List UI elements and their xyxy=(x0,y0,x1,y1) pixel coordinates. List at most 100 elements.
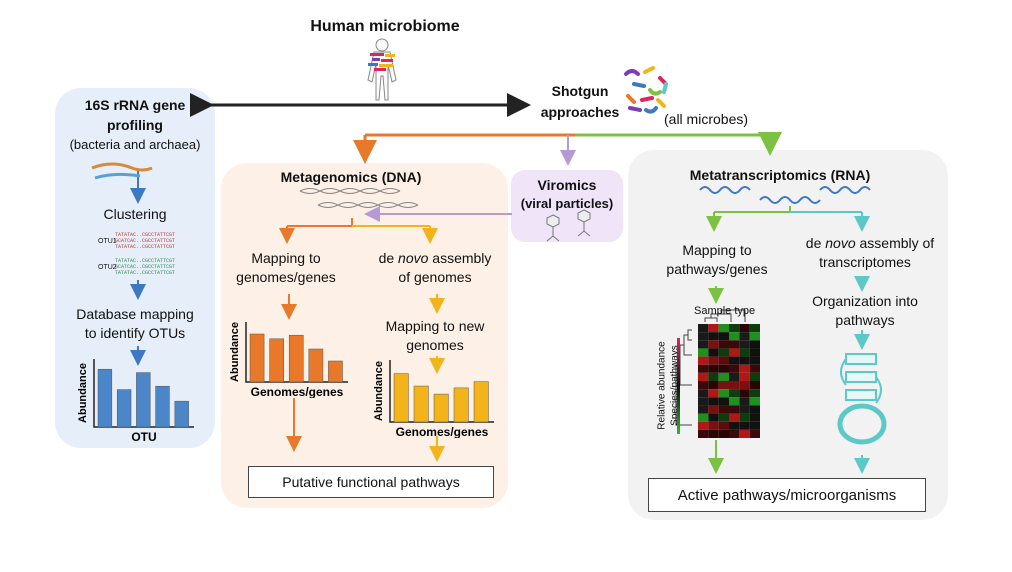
heatmap-cell xyxy=(708,421,719,430)
heatmap-cell xyxy=(739,413,750,422)
viromics-line1: Viromics xyxy=(537,177,597,193)
heatmap-cell xyxy=(708,389,719,398)
heatmap-cell xyxy=(729,340,740,349)
metagenomics-title: Metagenomics (DNA) xyxy=(280,169,422,185)
bar xyxy=(453,387,469,423)
heatmap-cell xyxy=(718,429,729,438)
heatmap-cell xyxy=(729,429,740,438)
metagenomics-result-box: Putative functional pathways xyxy=(248,466,494,498)
heatmap-cell xyxy=(698,421,709,430)
bar xyxy=(97,368,113,428)
heatmap-cell xyxy=(739,429,750,438)
metagenomics-right-line2: of genomes xyxy=(398,269,472,285)
metatranscriptomics-left-line2: pathways/genes xyxy=(666,261,768,277)
heatmap-cell xyxy=(749,372,760,381)
metagenomics-left-line1: Mapping to xyxy=(251,250,321,266)
svg-text:TATATAC..CGCCTATTCGT: TATATAC..CGCCTATTCGT xyxy=(115,258,175,264)
heatmap-cell xyxy=(729,421,740,430)
heatmap-cell xyxy=(708,397,719,406)
bar xyxy=(155,385,170,428)
bar xyxy=(473,381,489,423)
heatmap-cell xyxy=(698,356,709,365)
heatmap-cell xyxy=(749,405,760,414)
metatranscriptomics-title: Metatranscriptomics (RNA) xyxy=(689,167,871,183)
heatmap-cell xyxy=(739,405,750,414)
bar xyxy=(413,385,429,423)
heatmap-cell xyxy=(698,372,709,381)
svg-text:TATATAC..CGCCTATTCGT: TATATAC..CGCCTATTCGT xyxy=(115,270,175,276)
heatmap-cell xyxy=(729,364,740,373)
heatmap-cell xyxy=(729,397,740,406)
heatmap xyxy=(698,324,760,438)
heatmap-cell xyxy=(698,397,709,406)
heatmap-cell xyxy=(708,413,719,422)
heatmap-cell xyxy=(729,372,740,381)
heatmap-cell xyxy=(739,372,750,381)
heatmap-cell xyxy=(729,389,740,398)
heatmap-cell xyxy=(708,348,719,357)
metatranscriptomics-right-step-line2: pathways xyxy=(835,312,895,328)
heatmap-cell xyxy=(708,324,719,333)
bar xyxy=(308,348,324,383)
bar xyxy=(116,389,132,428)
bar xyxy=(288,334,304,383)
heatmap-cell xyxy=(749,397,760,406)
heatmap-cell xyxy=(749,332,760,341)
heatmap-cell xyxy=(708,332,719,341)
heatmap-cell xyxy=(739,348,750,357)
shotgun-note: (all microbes) xyxy=(664,111,749,127)
rrna-step-mapping-line1: Database mapping xyxy=(76,306,194,322)
svg-text:GCATCAC..CGCCTATTCGT: GCATCAC..CGCCTATTCGT xyxy=(115,238,175,244)
heatmap-cell xyxy=(718,324,729,333)
shotgun-line1: Shotgun xyxy=(551,83,609,99)
bar xyxy=(136,372,151,428)
metagenomics-left-bar-chart: Genomes/genes Abundance xyxy=(226,318,354,399)
heatmap-cell xyxy=(698,332,709,341)
heatmap-cell xyxy=(718,356,729,365)
svg-text:TATATAC..CGCCTATTCGT: TATATAC..CGCCTATTCGT xyxy=(115,232,175,238)
rrna-panel xyxy=(55,88,215,448)
chart-ylabel: Abundance xyxy=(229,322,241,382)
heatmap-cell xyxy=(749,356,760,365)
heatmap-cell xyxy=(708,356,719,365)
heatmap-cell xyxy=(749,381,760,390)
shotgun-line2: approaches xyxy=(540,104,620,120)
rrna-title-line1: 16S rRNA gene xyxy=(84,97,186,113)
svg-text:GCATCAC..CGCCTATTCGT: GCATCAC..CGCCTATTCGT xyxy=(115,264,175,270)
heatmap-cell xyxy=(718,421,729,430)
heatmap-cell xyxy=(708,429,719,438)
otu2-tag: OTU2 xyxy=(98,264,117,271)
heatmap-cell xyxy=(739,389,750,398)
rrna-title-line2: profiling xyxy=(107,117,163,133)
bar xyxy=(249,333,265,383)
heatmap-cell xyxy=(708,381,719,390)
heatmap-cell xyxy=(729,356,740,365)
heatmap-cell xyxy=(718,389,729,398)
heatmap-cell xyxy=(698,405,709,414)
heatmap-cell xyxy=(718,348,729,357)
heatmap-cell xyxy=(739,356,750,365)
heatmap-cell xyxy=(718,332,729,341)
svg-text:TATATAC..CGCCTATTCGT: TATATAC..CGCCTATTCGT xyxy=(115,244,175,250)
metatranscriptomics-right-step-line1: Organization into xyxy=(812,293,918,309)
heatmap-cell xyxy=(698,413,709,422)
chart-xlabel: Genomes/genes xyxy=(251,385,344,398)
heatmap-cell xyxy=(698,389,709,398)
heatmap-cell xyxy=(718,340,729,349)
heatmap-cell xyxy=(739,332,750,341)
heatmap-cell xyxy=(739,421,750,430)
rrna-step-clustering: Clustering xyxy=(103,206,167,222)
bar xyxy=(433,393,449,423)
heatmap-cell xyxy=(708,405,719,414)
viromics-panel xyxy=(511,170,623,242)
heatmap-cell xyxy=(729,324,740,333)
heatmap-cell xyxy=(749,421,760,430)
heatmap-cell xyxy=(698,381,709,390)
chart-xlabel: OTU xyxy=(131,430,156,443)
metagenomics-right-step-line2: genomes xyxy=(406,337,464,353)
